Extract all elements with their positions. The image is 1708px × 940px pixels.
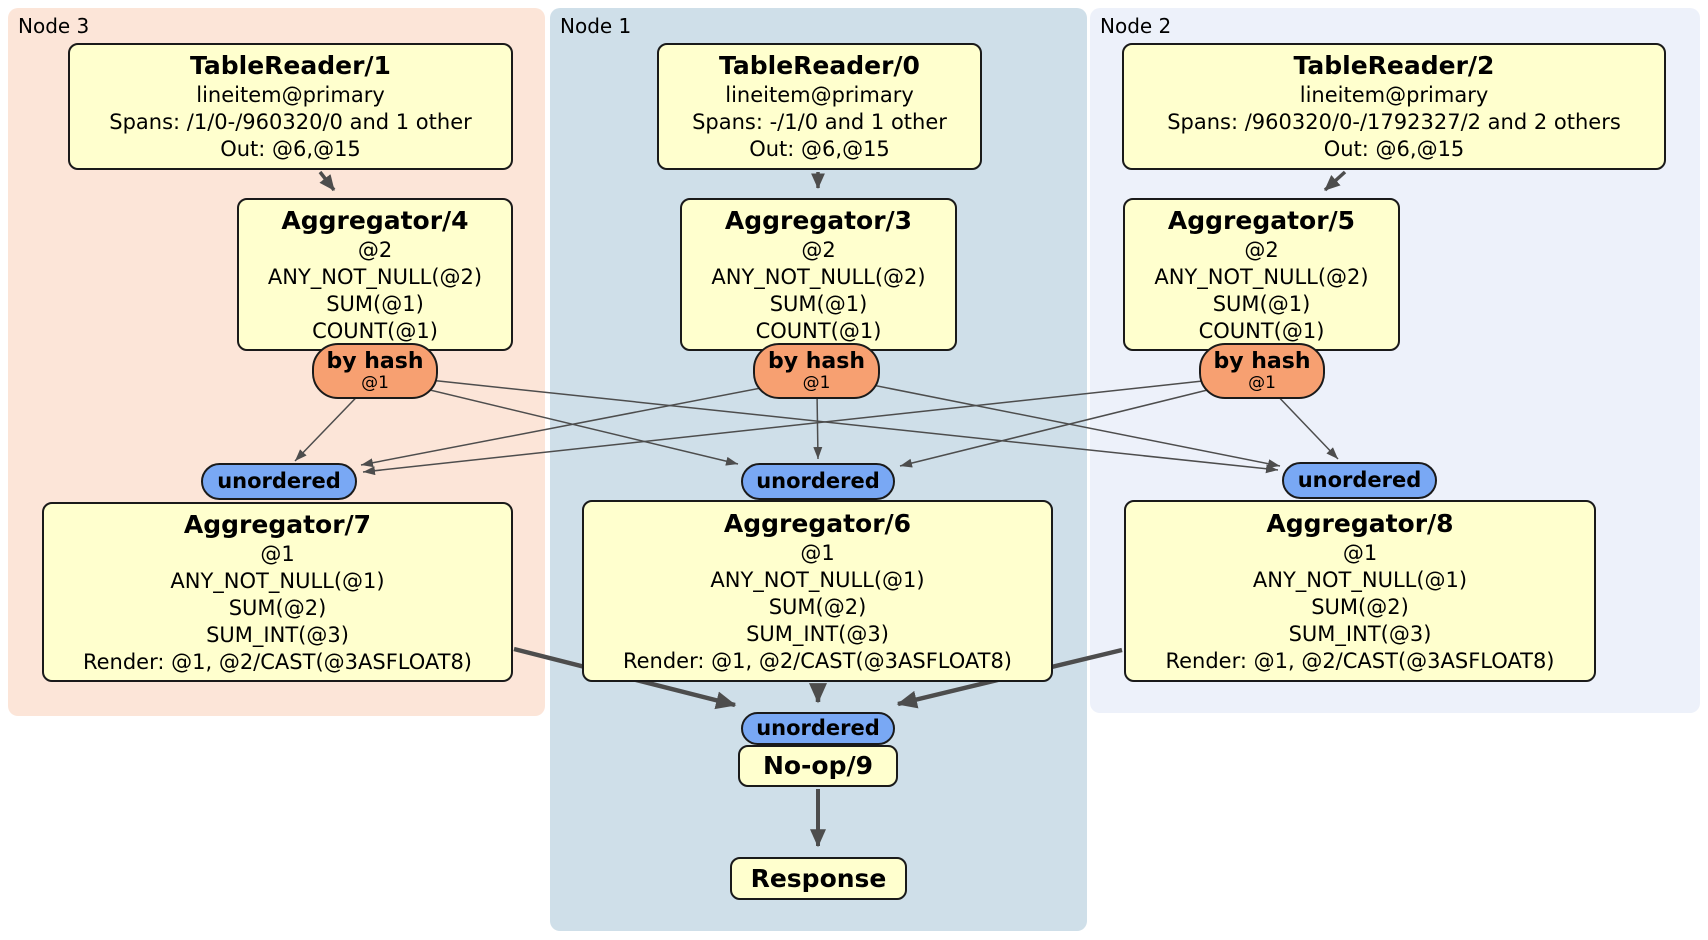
node3-table-reader-row: lineitem@primary (196, 83, 385, 107)
node1-aggregator-top-row: COUNT(@1) (755, 318, 882, 343)
node3-aggregator-top-box: Aggregator/4 @2 ANY_NOT_NULL(@2) SUM(@1)… (237, 198, 513, 351)
final-unordered-stream-oval: unordered (741, 712, 895, 745)
node3-aggregator-top-row: @2 (357, 237, 393, 262)
node1-table-reader-title: TableReader/0 (719, 51, 920, 80)
node1-aggregator-top-row: SUM(@1) (769, 291, 868, 316)
response-box: Response (730, 857, 907, 900)
node3-table-reader-box: TableReader/1 lineitem@primary Spans: /1… (68, 43, 513, 170)
node1-aggregator-top-row: ANY_NOT_NULL(@2) (711, 264, 926, 289)
noop-title: No-op/9 (762, 751, 874, 780)
node3-aggregator-top-title: Aggregator/4 (281, 205, 469, 235)
node2-region-label: Node 2 (1100, 14, 1172, 38)
node1-aggregator-top-box: Aggregator/3 @2 ANY_NOT_NULL(@2) SUM(@1)… (680, 198, 957, 351)
node1-aggregator-top-row: @2 (801, 237, 836, 262)
node2-aggregator-bottom-title: Aggregator/8 (1266, 508, 1454, 538)
node2-aggregator-top-row: ANY_NOT_NULL(@2) (1154, 264, 1369, 289)
response-title: Response (750, 863, 887, 893)
node2-table-reader-box: TableReader/2 lineitem@primary Spans: /9… (1122, 43, 1666, 170)
node2-aggregator-top-row: SUM(@1) (1212, 291, 1311, 316)
node3-table-reader-row: Spans: /1/0-/960320/0 and 1 other (109, 110, 472, 134)
node3-aggregator-bottom-box: Aggregator/7 @1 ANY_NOT_NULL(@1) SUM(@2)… (42, 502, 513, 682)
edge-hash2-stream2 (1271, 389, 1339, 460)
node2-aggregator-top-box: Aggregator/5 @2 ANY_NOT_NULL(@2) SUM(@1)… (1123, 198, 1400, 351)
node1-unordered-stream-label: unordered (756, 469, 880, 493)
node2-aggregator-bottom-row: SUM_INT(@3) (1288, 621, 1432, 646)
edge-hash1-stream3 (360, 377, 814, 468)
edge-hash1-stream1 (813, 391, 823, 460)
node3-aggregator-bottom-row: @1 (260, 541, 295, 566)
node2-unordered-stream-oval: unordered (1282, 462, 1437, 499)
edge-tr2-agg5 (1323, 170, 1347, 192)
node1-aggregator-bottom-title: Aggregator/6 (723, 508, 912, 538)
node1-table-reader-row: lineitem@primary (725, 83, 914, 107)
edge-hash3-stream1 (379, 377, 739, 466)
node1-aggregator-bottom-row: Render: @1, @2/CAST(@3ASFLOAT8) (622, 648, 1013, 673)
node2-aggregator-bottom-box: Aggregator/8 @1 ANY_NOT_NULL(@1) SUM(@2)… (1124, 500, 1596, 682)
node3-hash-router-detail: @1 (361, 373, 389, 393)
node1-hash-router-detail: @1 (802, 373, 831, 393)
node3-hash-router-label: by hash (326, 349, 424, 374)
node2-table-reader-row: lineitem@primary (1299, 83, 1489, 107)
node3-table-reader-title: TableReader/1 (190, 51, 391, 80)
node1-aggregator-bottom-row: SUM(@2) (768, 594, 867, 619)
node1-hash-router-oval: by hash @1 (753, 343, 880, 399)
node2-aggregator-bottom-row: ANY_NOT_NULL(@1) (1252, 567, 1468, 592)
node3-aggregator-top-row: SUM(@1) (326, 291, 424, 316)
node2-table-reader-row: Spans: /960320/0-/1792327/2 and 2 others (1167, 110, 1621, 134)
node3-aggregator-top-row: ANY_NOT_NULL(@2) (267, 264, 483, 289)
edge-tr1-agg4 (318, 170, 336, 192)
node1-table-reader-row: Spans: -/1/0 and 1 other (692, 110, 947, 134)
node1-region-label: Node 1 (560, 14, 632, 38)
node3-region-label: Node 3 (18, 14, 90, 38)
node2-aggregator-top-row: @2 (1244, 237, 1279, 262)
node3-aggregator-bottom-title: Aggregator/7 (183, 509, 372, 539)
node1-unordered-stream-oval: unordered (741, 463, 895, 500)
node2-hash-router-label: by hash (1213, 349, 1311, 374)
node3-table-reader-row: Out: @6,@15 (220, 137, 361, 161)
node2-aggregator-top-row: COUNT(@1) (1198, 318, 1325, 343)
node2-aggregator-top-title: Aggregator/5 (1167, 205, 1356, 235)
node3-unordered-stream-label: unordered (217, 469, 341, 493)
node1-aggregator-bottom-row: SUM_INT(@3) (746, 621, 889, 646)
node3-aggregator-bottom-row: ANY_NOT_NULL(@1) (170, 568, 385, 593)
edge-hash3-stream2 (381, 374, 1279, 474)
node3-aggregator-bottom-row: Render: @1, @2/CAST(@3ASFLOAT8) (82, 649, 473, 674)
node1-aggregator-bottom-box: Aggregator/6 @1 ANY_NOT_NULL(@1) SUM(@2)… (582, 500, 1053, 682)
node2-aggregator-bottom-row: SUM(@2) (1311, 594, 1409, 619)
node1-table-reader-box: TableReader/0 lineitem@primary Spans: -/… (657, 43, 982, 170)
edge-hash2-stream1 (899, 377, 1257, 468)
node3-unordered-stream-oval: unordered (201, 463, 357, 500)
node3-aggregator-top-row: COUNT(@1) (312, 318, 438, 343)
node2-aggregator-bottom-row: @1 (1342, 540, 1378, 565)
edge-hash1-stream2 (821, 374, 1281, 469)
node2-table-reader-row: Out: @6,@15 (1323, 137, 1465, 161)
node1-table-reader-row: Out: @6,@15 (749, 137, 890, 161)
node2-hash-router-detail: @1 (1248, 373, 1276, 393)
node1-hash-router-label: by hash (767, 349, 865, 374)
node2-table-reader-title: TableReader/2 (1293, 51, 1495, 80)
node2-aggregator-bottom-row: Render: @1, @2/CAST(@3ASFLOAT8) (1165, 648, 1555, 673)
node3-aggregator-bottom-row: SUM(@2) (228, 595, 327, 620)
node3-aggregator-bottom-row: SUM_INT(@3) (206, 622, 349, 647)
edge-hash2-stream3 (362, 374, 1259, 476)
node1-aggregator-top-title: Aggregator/3 (724, 205, 913, 235)
node1-aggregator-bottom-row: ANY_NOT_NULL(@1) (710, 567, 925, 592)
node2-unordered-stream-label: unordered (1297, 468, 1422, 492)
noop-box: No-op/9 (738, 745, 898, 787)
final-unordered-stream-label: unordered (756, 716, 880, 740)
node3-hash-router-oval: by hash @1 (312, 343, 438, 399)
node2-hash-router-oval: by hash @1 (1199, 343, 1325, 399)
node1-aggregator-bottom-row: @1 (800, 540, 835, 565)
